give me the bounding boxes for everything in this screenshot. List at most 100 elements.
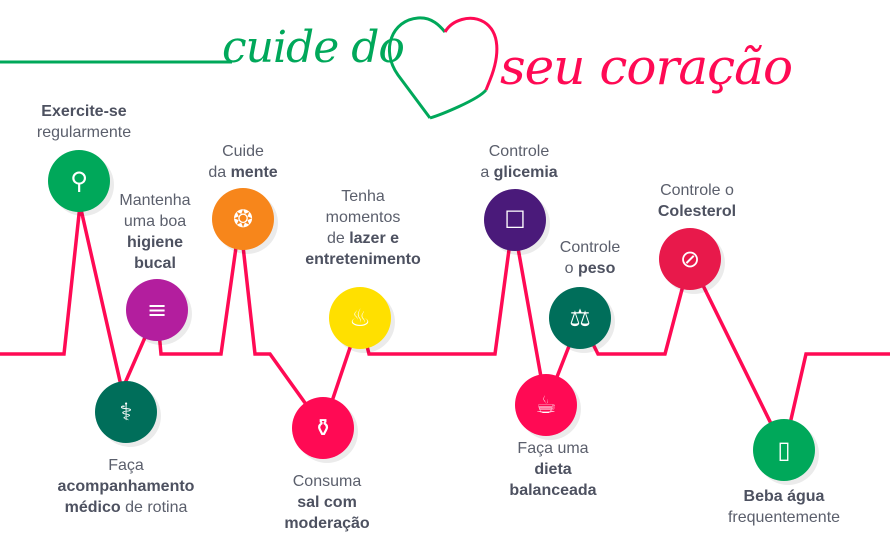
label-line: frequentemente	[728, 507, 840, 528]
salad-bowl-icon: ☕	[535, 391, 557, 419]
label-line: momentos	[305, 207, 421, 228]
tandem-bicycle-icon: ⚲	[70, 167, 88, 195]
label-line: Colesterol	[658, 201, 736, 222]
label-lazer: Tenha momentos de lazer e entretenimento	[305, 186, 421, 270]
label-mente: Cuide da mente	[208, 141, 277, 183]
label-dieta: Faça uma dieta balanceada	[509, 438, 596, 501]
label-text: Controle	[559, 239, 621, 256]
label-bold-text: higiene	[126, 234, 184, 251]
label-line: acompanhamento	[58, 476, 195, 497]
label-line: uma boa	[119, 211, 190, 232]
label-bold-text: entretenimento	[305, 251, 421, 268]
label-text: o	[564, 260, 578, 277]
label-sal: Consuma sal com moderação	[284, 471, 369, 534]
glucometer-icon: ☐	[504, 206, 526, 234]
label-exercite: Exercite-se regularmente	[37, 101, 131, 143]
label-text: da	[208, 164, 231, 181]
brain-icon: ❂	[232, 205, 254, 233]
label-line: Mantenha	[119, 190, 190, 211]
label-text: Consuma	[292, 473, 362, 490]
label-text: de	[326, 230, 350, 247]
label-line: Controle o	[658, 180, 736, 201]
title-cuide-do: cuide do	[222, 22, 405, 73]
node-lazer: ♨	[329, 287, 391, 349]
label-text: uma boa	[123, 213, 187, 230]
hot-tub-icon: ♨	[349, 304, 371, 332]
label-text: de rotina	[120, 499, 188, 516]
label-line: Faça	[58, 455, 195, 476]
node-peso: ⚖	[549, 287, 611, 349]
label-bold-text: peso	[577, 260, 616, 277]
node-sal: ⚱	[292, 397, 354, 459]
label-line: Beba água	[728, 486, 840, 507]
label-line: sal com	[284, 492, 369, 513]
label-bold-text: Beba água	[743, 488, 825, 505]
label-line: o peso	[560, 258, 620, 279]
label-bold-text: sal com	[297, 494, 357, 511]
node-medico: ⚕	[95, 381, 157, 443]
node-higiene: ≡	[126, 279, 188, 341]
label-line: Controle	[560, 237, 620, 258]
label-text: Controle o	[660, 182, 734, 199]
label-text: Controle	[488, 143, 550, 160]
label-line: Consuma	[284, 471, 369, 492]
salt-shaker-icon: ⚱	[312, 414, 334, 442]
label-line: regularmente	[37, 122, 131, 143]
label-text: Cuide	[222, 143, 264, 160]
label-text: Faça uma	[517, 440, 589, 457]
label-line: balanceada	[509, 480, 596, 501]
doctor-icon: ⚕	[119, 398, 133, 426]
label-higiene: Mantenha uma boa higiene bucal	[119, 190, 190, 274]
label-text: frequentemente	[727, 509, 841, 526]
label-bold-text: balanceada	[509, 482, 597, 499]
label-text: a	[480, 164, 494, 181]
label-line: dieta	[509, 459, 596, 480]
label-bold-text: bucal	[134, 255, 176, 272]
label-bold-text: lazer e	[349, 230, 400, 247]
label-agua: Beba água frequentemente	[728, 486, 840, 528]
label-line: Exercite-se	[37, 101, 131, 122]
node-dieta: ☕	[515, 374, 577, 436]
water-glass-icon: ▯	[777, 436, 791, 464]
label-text: regularmente	[36, 124, 132, 141]
label-line: a glicemia	[480, 162, 557, 183]
label-line: médico de rotina	[58, 497, 195, 518]
label-line: de lazer e	[305, 228, 421, 249]
label-line: Cuide	[208, 141, 277, 162]
label-bold-text: Colesterol	[657, 203, 737, 220]
label-line: da mente	[208, 162, 277, 183]
title-seu-coracao: seu coração	[500, 38, 793, 96]
label-bold-text: mente	[230, 164, 278, 181]
no-burger-icon: ⊘	[679, 245, 701, 273]
label-bold-text: médico	[64, 499, 121, 516]
label-line: Controle	[480, 141, 557, 162]
label-bold-text: Exercite-se	[41, 103, 127, 120]
label-line: Tenha	[305, 186, 421, 207]
node-exercite: ⚲	[48, 150, 110, 212]
label-line: bucal	[119, 253, 190, 274]
label-line: moderação	[284, 513, 369, 534]
scale-icon: ⚖	[569, 304, 591, 332]
label-medico: Faça acompanhamento médico de rotina	[58, 455, 195, 518]
label-text: Faça	[108, 457, 144, 474]
toothbrush-icon: ≡	[146, 296, 168, 324]
node-glicemia: ☐	[484, 189, 546, 251]
label-text: Tenha	[341, 188, 385, 205]
label-glicemia: Controle a glicemia	[480, 141, 557, 183]
node-agua: ▯	[753, 419, 815, 481]
heart-right-icon	[443, 16, 499, 91]
label-colesterol: Controle o Colesterol	[658, 180, 736, 222]
label-bold-text: dieta	[534, 461, 572, 478]
label-bold-text: glicemia	[493, 164, 558, 181]
label-peso: Controle o peso	[560, 237, 620, 279]
node-colesterol: ⊘	[659, 228, 721, 290]
label-line: Faça uma	[509, 438, 596, 459]
label-text: Mantenha	[119, 192, 191, 209]
label-line: higiene	[119, 232, 190, 253]
label-bold-text: moderação	[284, 515, 370, 532]
heart-left-icon	[387, 16, 447, 119]
label-line: entretenimento	[305, 249, 421, 270]
label-text: momentos	[325, 209, 401, 226]
node-mente: ❂	[212, 188, 274, 250]
label-bold-text: acompanhamento	[57, 478, 195, 495]
